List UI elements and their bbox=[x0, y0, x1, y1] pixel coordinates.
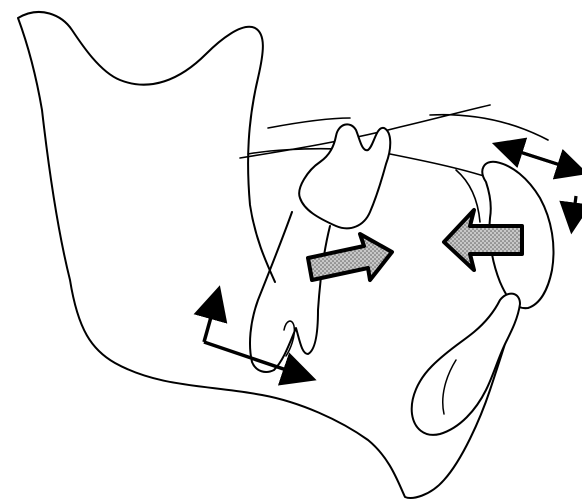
left-tooth-crown bbox=[299, 124, 390, 228]
right-pointing-force-arrow-icon bbox=[308, 234, 392, 280]
right-tooth-lower bbox=[412, 294, 520, 435]
upper-curve bbox=[268, 115, 548, 140]
